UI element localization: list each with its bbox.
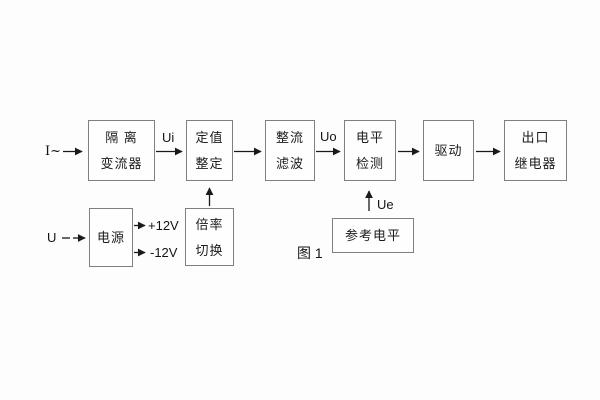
- block-output-relay: 出口 继电器: [504, 120, 567, 181]
- label-input-voltage: U: [47, 230, 57, 245]
- label-uo: Uo: [320, 129, 337, 144]
- block-label: 检测: [355, 156, 384, 171]
- block-label: 变流器: [100, 156, 143, 171]
- block-rectifier-filter: 整流 滤波: [265, 120, 315, 181]
- block-label: 整流: [275, 130, 304, 145]
- figure-caption: 图 1: [297, 245, 323, 261]
- label-ui: Ui: [162, 130, 175, 145]
- block-label: 切换: [195, 242, 224, 258]
- block-label: 定值: [195, 130, 224, 145]
- block-label: 出口: [521, 130, 550, 145]
- block-reference-level: 参考电平: [332, 218, 414, 253]
- block-label: 隔 离: [105, 130, 138, 145]
- block-label: 滤波: [275, 156, 304, 171]
- label-ue: Ue: [377, 197, 394, 212]
- block-label: 整定: [195, 156, 224, 171]
- block-label: 继电器: [514, 156, 557, 171]
- block-label: 电源: [96, 230, 125, 245]
- block-label: 电平: [355, 130, 384, 145]
- block-drive: 驱动: [423, 120, 474, 181]
- block-isolation-transformer: 隔 离 变流器: [88, 120, 155, 181]
- label-plus-12v: +12V: [148, 218, 179, 233]
- block-power-supply: 电源: [89, 208, 133, 267]
- block-label: 倍率: [195, 216, 224, 232]
- label-input-current: I~: [45, 144, 62, 159]
- block-setting-adjust: 定值 整定: [186, 120, 233, 181]
- block-ratio-switch: 倍率 切换: [185, 208, 234, 266]
- block-label: 驱动: [434, 143, 463, 158]
- label-minus-12v: -12V: [150, 245, 178, 260]
- block-level-detection: 电平 检测: [344, 120, 396, 181]
- block-label: 参考电平: [344, 228, 401, 243]
